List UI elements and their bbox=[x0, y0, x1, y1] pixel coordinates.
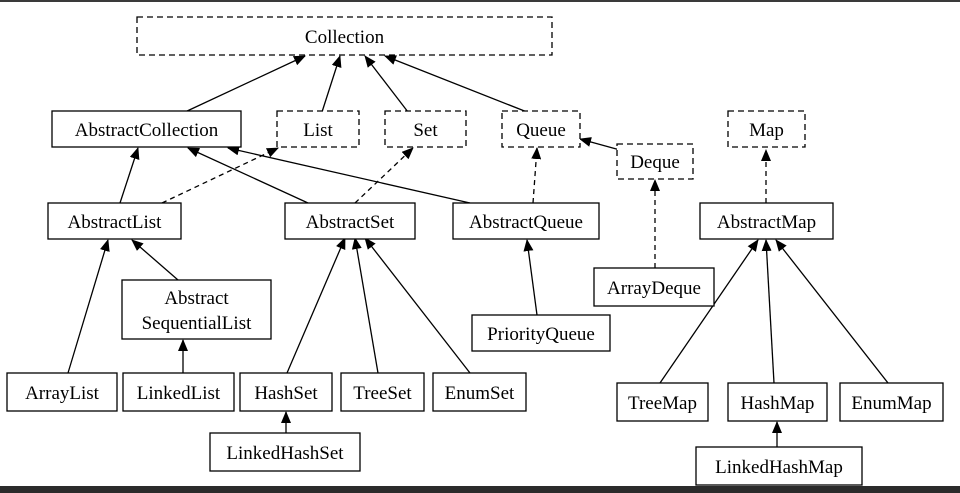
node-linkedhashset[interactable]: LinkedHashSet bbox=[209, 432, 361, 472]
node-abstractsequentiallist[interactable]: Abstract SequentialList bbox=[121, 279, 272, 340]
edge-arraylist-abstractlist bbox=[67, 239, 110, 374]
node-hashset[interactable]: HashSet bbox=[239, 372, 333, 412]
node-abstractset-label: AbstractSet bbox=[306, 212, 395, 233]
node-list[interactable]: List bbox=[276, 110, 360, 148]
node-linkedlist[interactable]: LinkedList bbox=[122, 372, 235, 412]
edge-abstractqueue-queue bbox=[531, 147, 542, 204]
node-arraylist-label: ArrayList bbox=[25, 383, 100, 404]
node-abstractlist-label: AbstractList bbox=[68, 212, 163, 233]
node-abstractcollection-label: AbstractCollection bbox=[75, 120, 219, 141]
dashed-edges bbox=[161, 147, 771, 268]
node-abstractsequentiallist-label-line2: SequentialList bbox=[142, 313, 252, 334]
edge-abstractsequentiallist-abstractlist bbox=[131, 239, 179, 281]
node-hashmap-label: HashMap bbox=[741, 393, 815, 414]
edge-deque-queue bbox=[579, 137, 621, 151]
node-treeset-label: TreeSet bbox=[353, 383, 412, 404]
bottom-border bbox=[0, 486, 960, 493]
node-abstractlist[interactable]: AbstractList bbox=[47, 202, 182, 240]
node-treemap[interactable]: TreeMap bbox=[616, 382, 709, 422]
node-abstractsequentiallist-label-line1: Abstract bbox=[164, 288, 229, 309]
node-abstractmap[interactable]: AbstractMap bbox=[699, 202, 834, 240]
edge-list-collection bbox=[321, 55, 342, 113]
node-deque[interactable]: Deque bbox=[616, 143, 694, 180]
node-list-label: List bbox=[303, 120, 333, 141]
node-collection-label: Collection bbox=[305, 27, 385, 48]
node-set-label: Set bbox=[413, 120, 438, 141]
node-enummap[interactable]: EnumMap bbox=[839, 382, 944, 422]
node-arraydeque-label: ArrayDeque bbox=[607, 278, 701, 299]
node-queue-label: Queue bbox=[516, 120, 566, 141]
nodes: Collection List Set Queue Map Deque Abst… bbox=[6, 16, 944, 486]
node-enumset[interactable]: EnumSet bbox=[432, 372, 527, 412]
node-map[interactable]: Map bbox=[727, 110, 806, 148]
node-deque-label: Deque bbox=[630, 152, 680, 173]
node-abstractmap-label: AbstractMap bbox=[717, 212, 816, 233]
node-hashmap[interactable]: HashMap bbox=[727, 382, 828, 422]
edge-abstractset-abstractcollection bbox=[187, 147, 309, 204]
edge-abstractcollection-collection bbox=[184, 55, 306, 113]
edge-hashmap-abstractmap bbox=[761, 239, 775, 384]
edge-abstractlist-list bbox=[161, 147, 279, 204]
node-hashset-label: HashSet bbox=[254, 383, 318, 404]
edge-abstractset-set bbox=[354, 147, 414, 204]
node-arraydeque[interactable]: ArrayDeque bbox=[593, 267, 715, 307]
node-linkedhashmap[interactable]: LinkedHashMap bbox=[695, 446, 863, 486]
node-enummap-label: EnumMap bbox=[851, 393, 931, 414]
edge-treeset-abstractset bbox=[351, 237, 379, 374]
node-treemap-label: TreeMap bbox=[628, 393, 697, 414]
edges bbox=[67, 55, 889, 447]
node-enumset-label: EnumSet bbox=[445, 383, 515, 404]
node-set[interactable]: Set bbox=[384, 110, 467, 148]
node-linkedhashset-label: LinkedHashSet bbox=[226, 443, 344, 464]
edge-abstractlist-abstractcollection bbox=[119, 147, 140, 204]
node-abstractcollection[interactable]: AbstractCollection bbox=[51, 110, 242, 148]
node-map-label: Map bbox=[749, 120, 784, 141]
node-linkedlist-label: LinkedList bbox=[137, 383, 221, 404]
node-abstractqueue[interactable]: AbstractQueue bbox=[452, 202, 600, 240]
node-collection[interactable]: Collection bbox=[136, 16, 553, 56]
edge-hashset-abstractset bbox=[286, 237, 346, 374]
node-priorityqueue[interactable]: PriorityQueue bbox=[471, 314, 611, 352]
edge-enummap-abstractmap bbox=[775, 239, 889, 384]
edge-treemap-abstractmap bbox=[659, 239, 759, 384]
edge-abstractqueue-abstractcollection bbox=[227, 145, 471, 204]
node-abstractset[interactable]: AbstractSet bbox=[284, 202, 416, 240]
node-arraylist[interactable]: ArrayList bbox=[6, 372, 118, 412]
node-abstractqueue-label: AbstractQueue bbox=[469, 212, 583, 233]
top-border bbox=[0, 0, 960, 2]
edge-set-collection bbox=[364, 55, 409, 113]
node-treeset[interactable]: TreeSet bbox=[340, 372, 425, 412]
edge-enumset-abstractset bbox=[364, 237, 471, 374]
edge-queue-collection bbox=[384, 55, 528, 113]
node-linkedhashmap-label: LinkedHashMap bbox=[715, 457, 843, 478]
node-queue[interactable]: Queue bbox=[501, 110, 581, 148]
edge-priorityqueue-abstractqueue bbox=[523, 239, 538, 316]
node-priorityqueue-label: PriorityQueue bbox=[487, 324, 595, 345]
